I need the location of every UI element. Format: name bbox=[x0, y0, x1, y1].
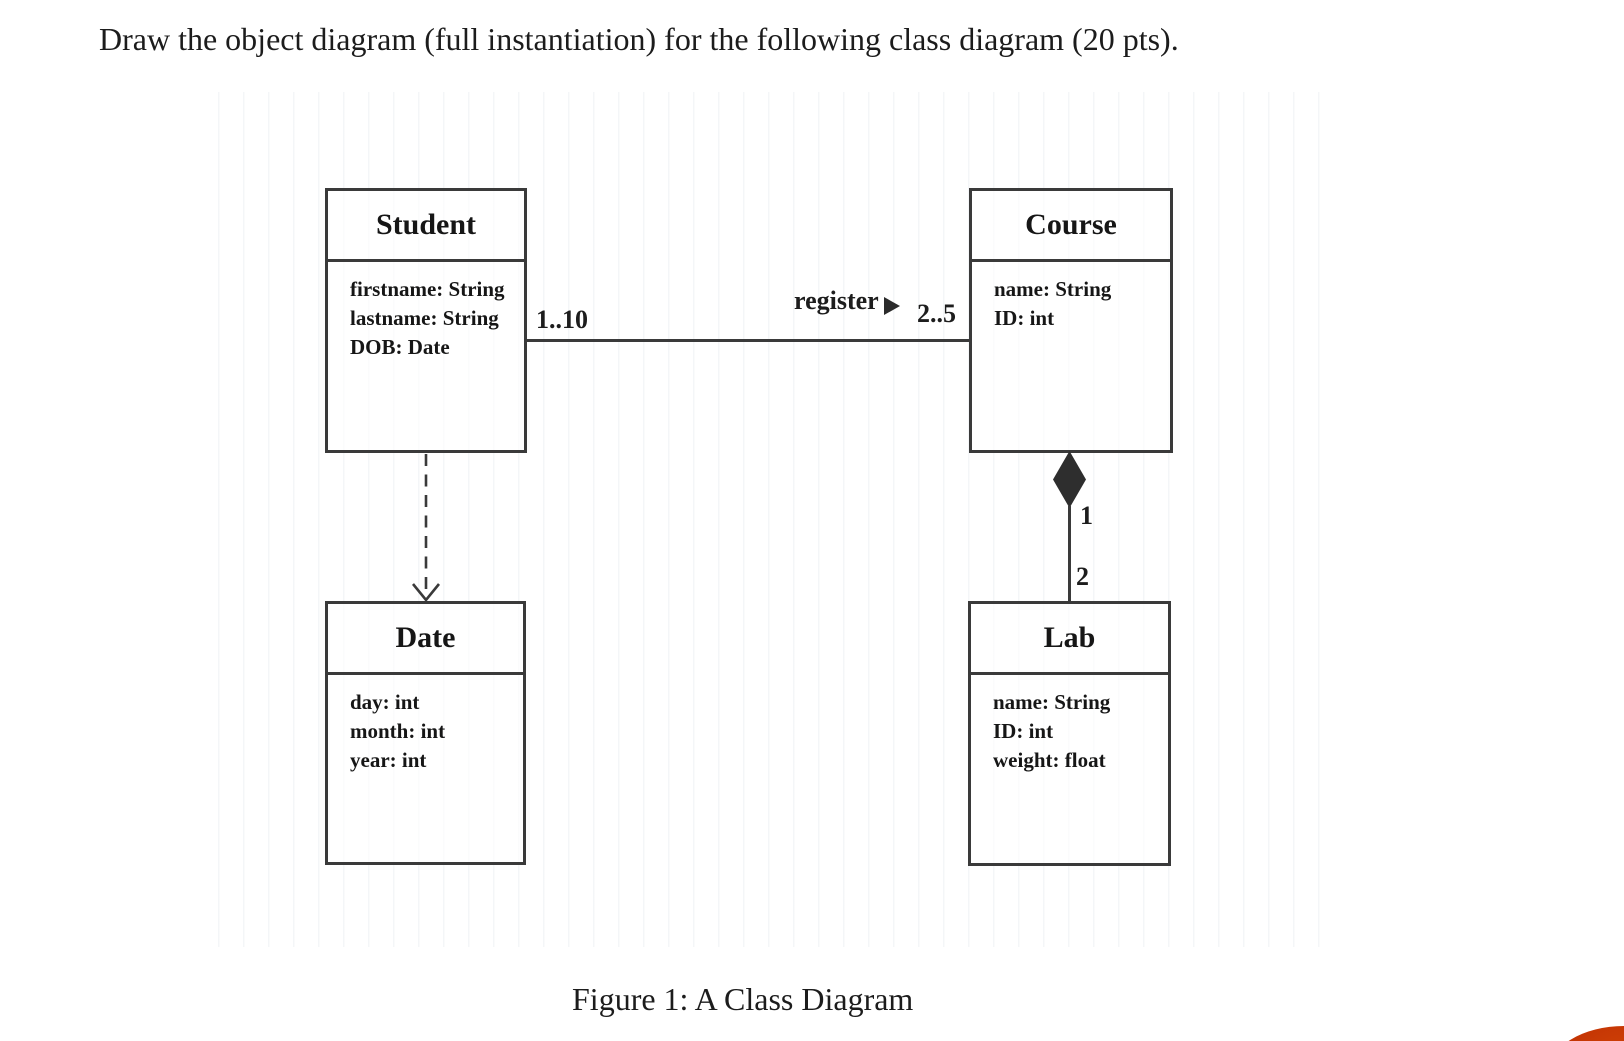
association-line-student-course bbox=[527, 339, 969, 342]
class-attribute: month: int bbox=[350, 719, 446, 743]
class-attribute: firstname: String bbox=[350, 277, 505, 301]
class-box-date: Date day: int month: int year: int bbox=[325, 601, 526, 865]
class-box-course: Course name: String ID: int bbox=[969, 188, 1173, 453]
class-attribute: DOB: Date bbox=[350, 335, 450, 359]
class-box-student: Student firstname: String lastname: Stri… bbox=[325, 188, 527, 453]
class-attributes: name: String ID: int bbox=[972, 262, 1170, 333]
class-attribute: year: int bbox=[350, 748, 427, 772]
question-text: Draw the object diagram (full instantiat… bbox=[99, 21, 1179, 57]
orange-blob-decoration bbox=[1549, 1026, 1624, 1041]
class-name: Date bbox=[328, 604, 523, 675]
open-arrowhead-icon bbox=[411, 583, 441, 603]
composition-diamond-icon bbox=[1053, 451, 1086, 508]
figure-caption: Figure 1: A Class Diagram bbox=[572, 981, 914, 1017]
class-name: Course bbox=[972, 191, 1170, 262]
multiplicity-label-course-side: 2..5 bbox=[917, 299, 956, 328]
class-attributes: day: int month: int year: int bbox=[328, 675, 523, 775]
class-attribute: name: String bbox=[994, 277, 1112, 301]
class-box-lab: Lab name: String ID: int weight: float bbox=[968, 601, 1171, 866]
class-attribute: lastname: String bbox=[350, 306, 499, 330]
multiplicity-label-course-whole: 1 bbox=[1080, 501, 1093, 530]
class-name: Student bbox=[328, 191, 524, 262]
class-attribute: weight: float bbox=[993, 748, 1106, 772]
multiplicity-label-lab-part: 2 bbox=[1076, 562, 1089, 591]
multiplicity-label-student-side: 1..10 bbox=[536, 305, 588, 334]
register-direction-arrow-icon bbox=[884, 297, 900, 315]
class-name: Lab bbox=[971, 604, 1168, 675]
composition-line-course-lab bbox=[1068, 506, 1071, 603]
association-name-label: register bbox=[794, 286, 879, 315]
class-attributes: name: String ID: int weight: float bbox=[971, 675, 1168, 775]
class-attribute: day: int bbox=[350, 690, 420, 714]
class-attribute: ID: int bbox=[994, 306, 1055, 330]
dependency-dashed-arrow bbox=[411, 454, 441, 603]
class-attributes: firstname: String lastname: String DOB: … bbox=[328, 262, 524, 362]
class-attribute: ID: int bbox=[993, 719, 1054, 743]
class-attribute: name: String bbox=[993, 690, 1111, 714]
